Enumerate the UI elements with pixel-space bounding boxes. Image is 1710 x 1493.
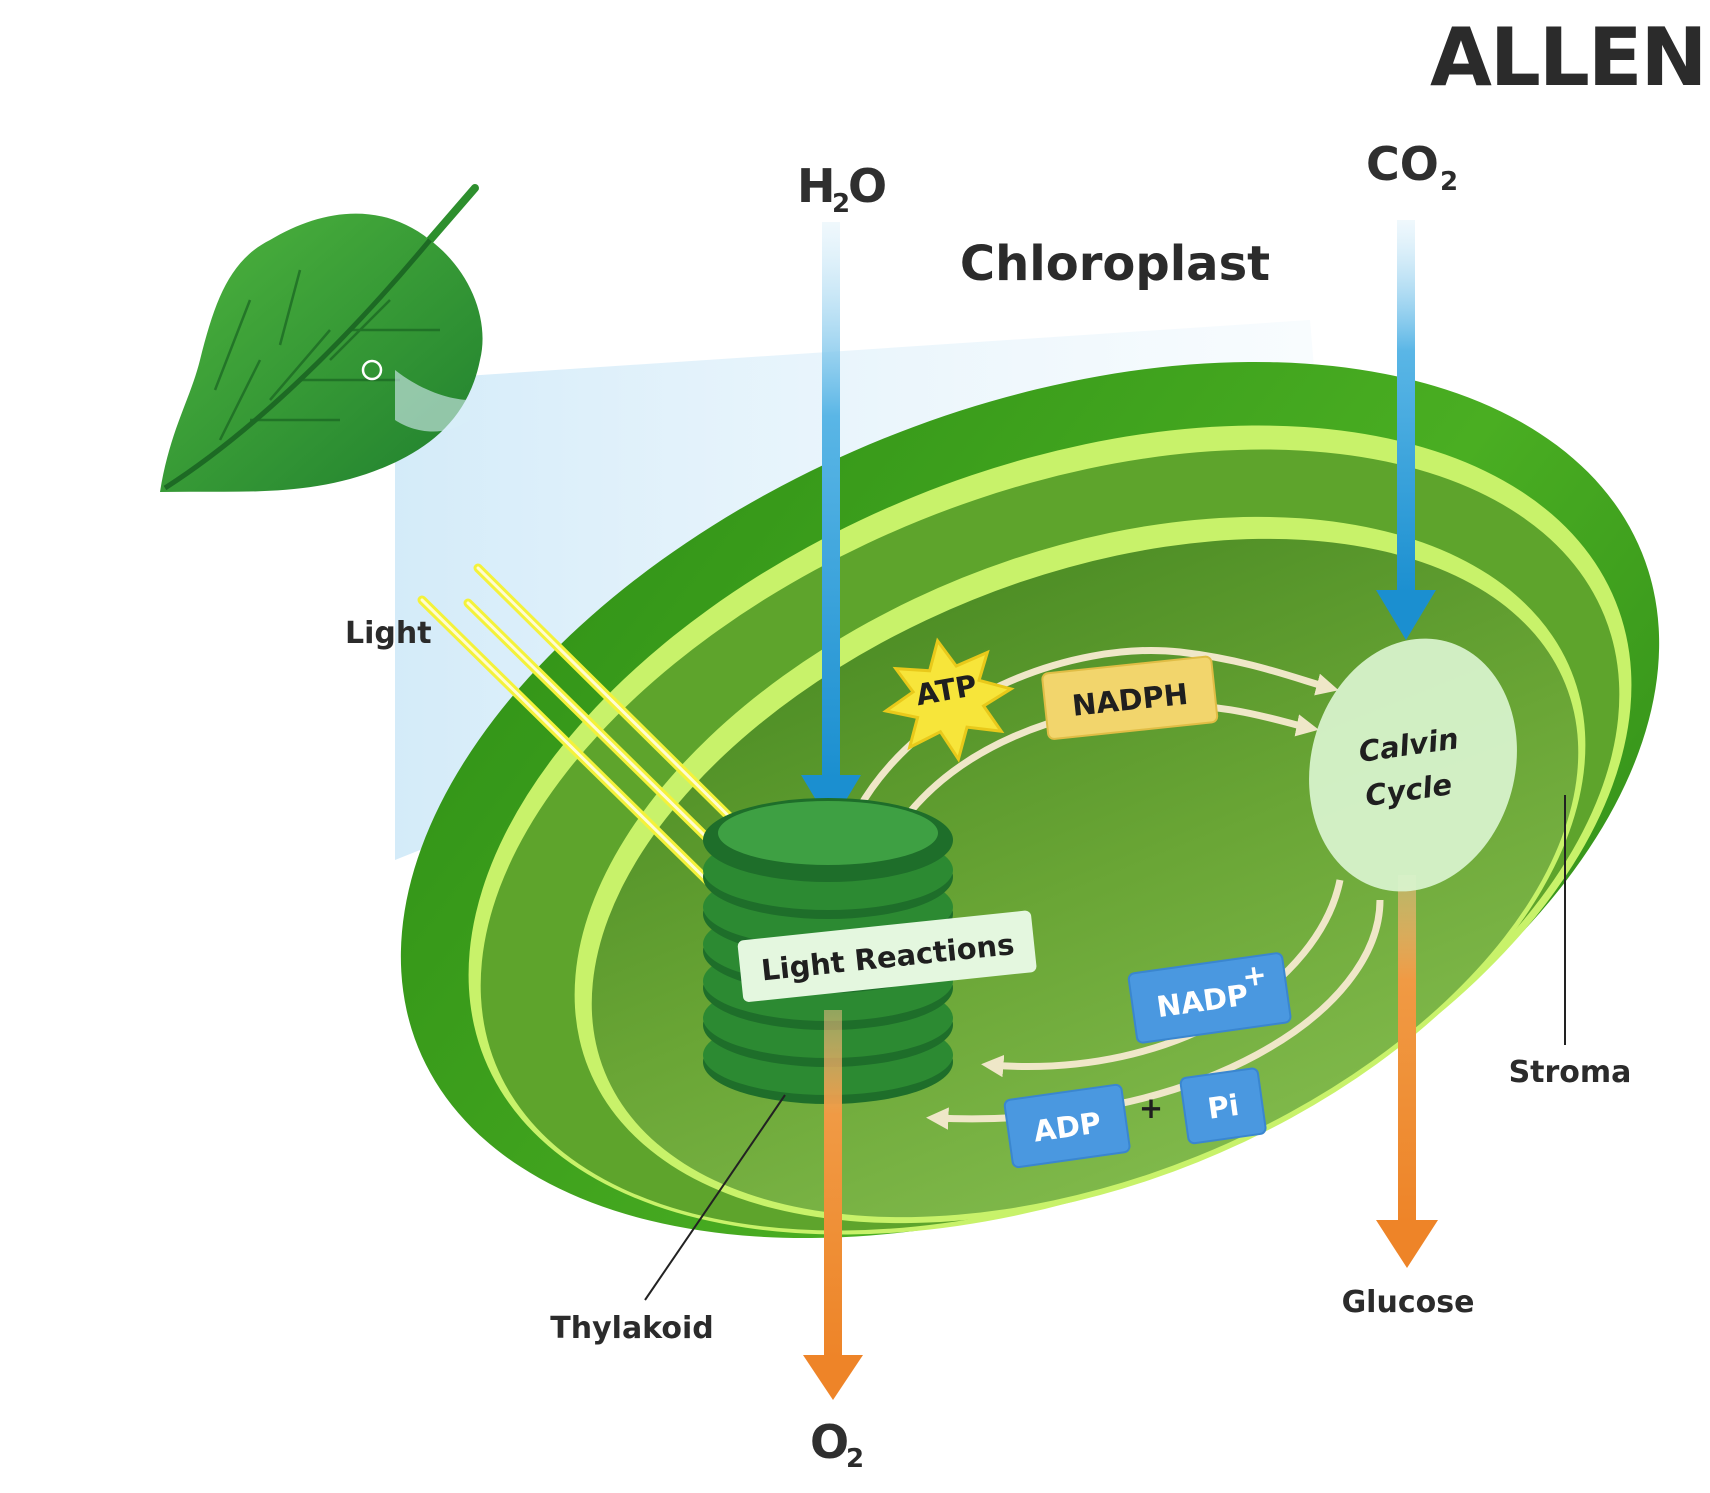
svg-text:H: H	[797, 159, 836, 213]
co2-arrow	[1376, 220, 1436, 640]
stroma-label: Stroma	[1509, 1055, 1632, 1090]
co2-label: CO 2	[1366, 137, 1458, 197]
thylakoid-leader	[644, 1094, 786, 1301]
svg-text:CO: CO	[1366, 137, 1439, 191]
leaf-icon	[160, 184, 483, 492]
water-label: H 2 O	[797, 159, 887, 219]
nadph-badge: NADPH	[1041, 655, 1219, 740]
pi-badge: Pi	[1179, 1067, 1267, 1145]
svg-text:2: 2	[832, 189, 850, 219]
nadp-badge: NADP +	[1127, 952, 1292, 1044]
adp-badge: ADP	[1003, 1083, 1131, 1169]
chloroplast-title: Chloroplast	[960, 236, 1270, 292]
pi-label: Pi	[1205, 1088, 1241, 1126]
svg-text:O: O	[848, 159, 887, 213]
light-reactions-box: Light Reactions	[737, 910, 1037, 1002]
atp-badge: ATP	[882, 637, 1015, 763]
allen-logo: ALLEN	[1430, 11, 1705, 104]
glucose-arrow	[1376, 875, 1438, 1268]
nadp-superscript: +	[1240, 957, 1269, 994]
glucose-label: Glucose	[1342, 1285, 1475, 1320]
oxygen-label: O 2	[810, 1415, 864, 1474]
plus-sign: +	[1139, 1091, 1163, 1125]
svg-text:2: 2	[846, 1444, 864, 1474]
thylakoid-label: Thylakoid	[550, 1311, 713, 1346]
light-label: Light	[345, 616, 432, 651]
svg-text:O: O	[810, 1415, 849, 1469]
oxygen-arrow	[803, 1010, 863, 1400]
svg-text:2: 2	[1440, 167, 1458, 197]
calvin-cycle: Calvin Cycle	[1309, 638, 1517, 892]
